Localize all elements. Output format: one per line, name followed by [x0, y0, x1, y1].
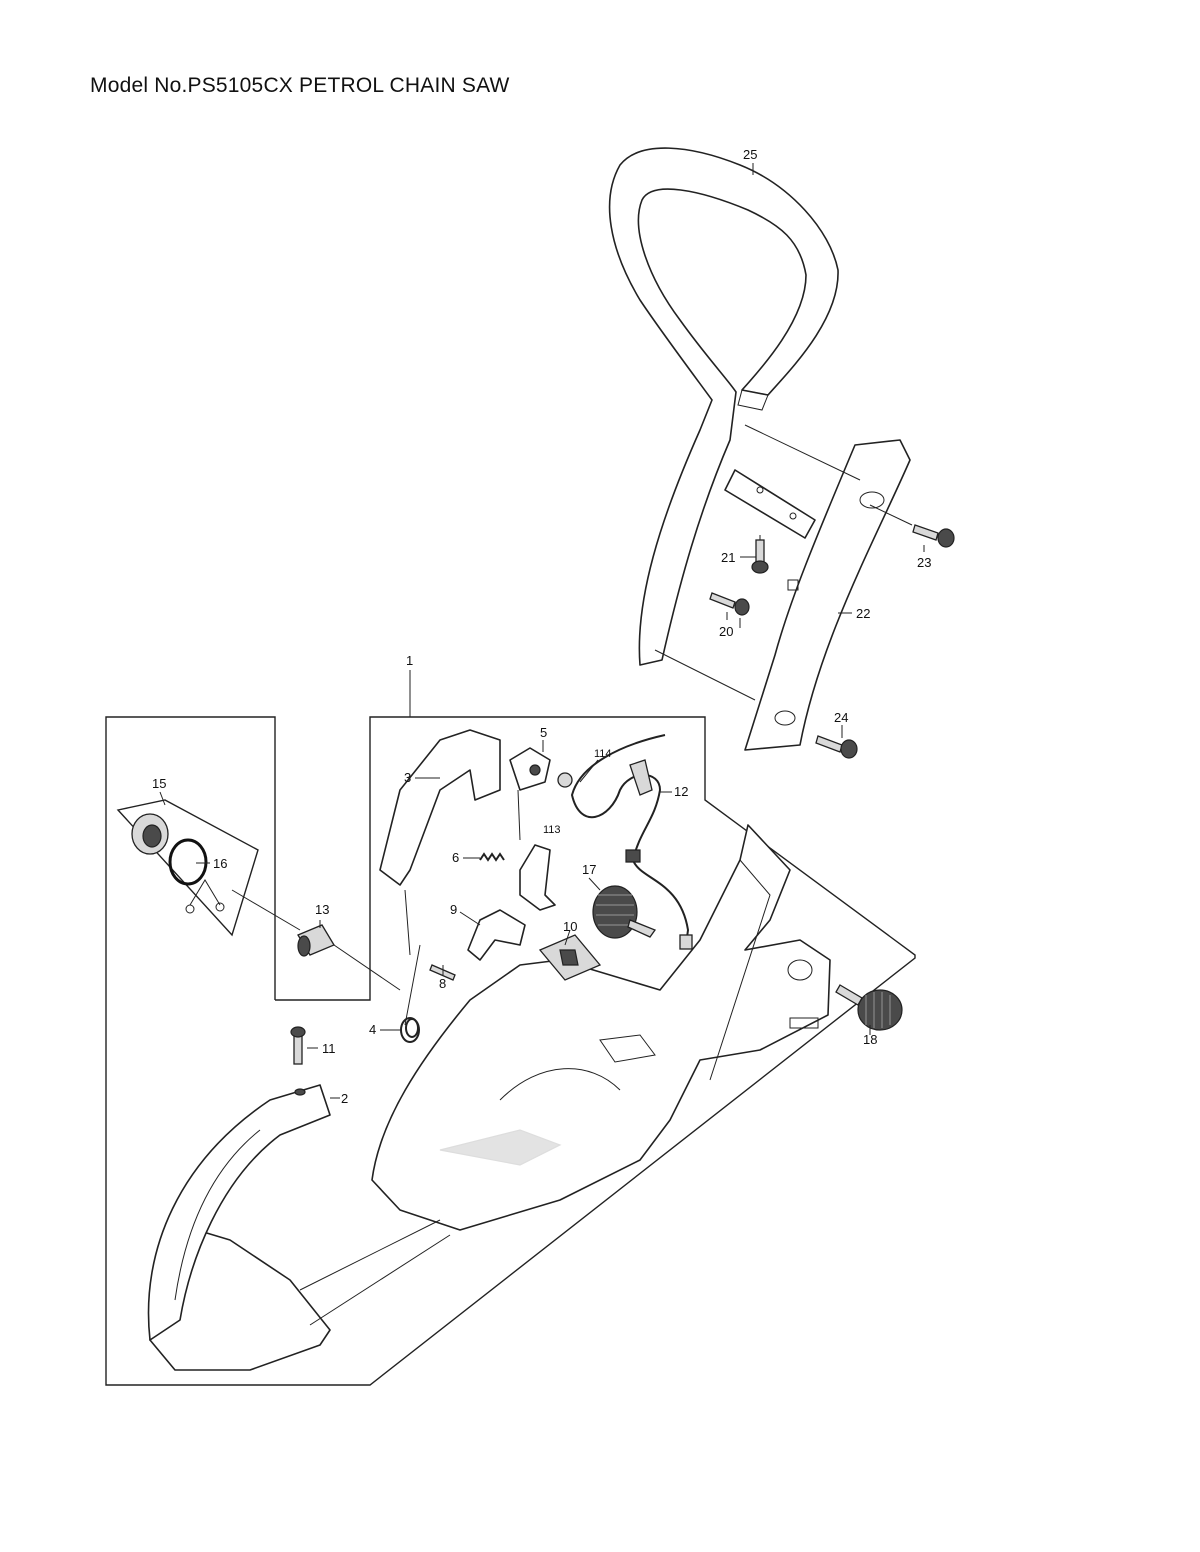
vent-cap-15 — [131, 813, 169, 855]
callout-22: 22 — [856, 606, 870, 621]
o-ring-16 — [168, 838, 225, 914]
handle-bracket-22 — [744, 439, 911, 751]
screw-20 — [709, 592, 750, 628]
callout-3: 3 — [404, 770, 411, 785]
callout-23: 23 — [917, 555, 931, 570]
callout-4: 4 — [369, 1022, 376, 1037]
wire-12 — [570, 734, 693, 950]
callout-113: 113 — [543, 824, 561, 836]
callout-15: 15 — [152, 776, 166, 791]
callout-18: 18 — [863, 1032, 877, 1047]
rear-handle-2 — [147, 1084, 451, 1371]
filter-13 — [297, 924, 401, 991]
callout-9: 9 — [450, 902, 457, 917]
callout-17: 17 — [582, 862, 596, 877]
frame-sub-assembly-15 — [105, 716, 916, 1386]
callout-13: 13 — [315, 902, 329, 917]
throttle-lever-3 — [379, 729, 501, 956]
callout-20: 20 — [719, 624, 733, 639]
screw-21 — [751, 539, 769, 574]
callout-16: 16 — [213, 856, 227, 871]
buffer-spring-18 — [835, 984, 903, 1031]
frame-parts-15-16 — [116, 799, 259, 937]
choke-5 — [509, 747, 551, 841]
callout-114: 114 — [594, 748, 612, 760]
screw-23 — [869, 504, 955, 548]
callout-8: 8 — [439, 976, 446, 991]
callout-11: 11 — [322, 1041, 336, 1056]
callout-24: 24 — [834, 710, 848, 725]
screw-11 — [290, 1026, 306, 1065]
callout-1: 1 — [406, 653, 413, 668]
callout-2: 2 — [341, 1091, 348, 1106]
buffer-spring-17 — [592, 885, 657, 939]
lever-9 — [467, 909, 526, 961]
callout-21: 21 — [721, 550, 735, 565]
handle-clamp-plate — [724, 469, 816, 539]
callout-6: 6 — [452, 850, 459, 865]
screw-24 — [815, 735, 858, 759]
spring-6 — [479, 852, 505, 862]
front-handle-25 — [608, 147, 839, 666]
spring-4 — [400, 944, 421, 1043]
callout-5: 5 — [540, 725, 547, 740]
page-title: Model No.PS5105CX PETROL CHAIN SAW — [90, 74, 510, 97]
rod-113 — [519, 844, 556, 911]
callout-10: 10 — [563, 919, 577, 934]
main-housing — [371, 824, 831, 1231]
leader-lines — [159, 163, 925, 1099]
plate-10 — [538, 934, 602, 981]
callout-12: 12 — [674, 784, 688, 799]
callout-25: 25 — [743, 147, 757, 162]
grommet-114 — [557, 772, 573, 788]
